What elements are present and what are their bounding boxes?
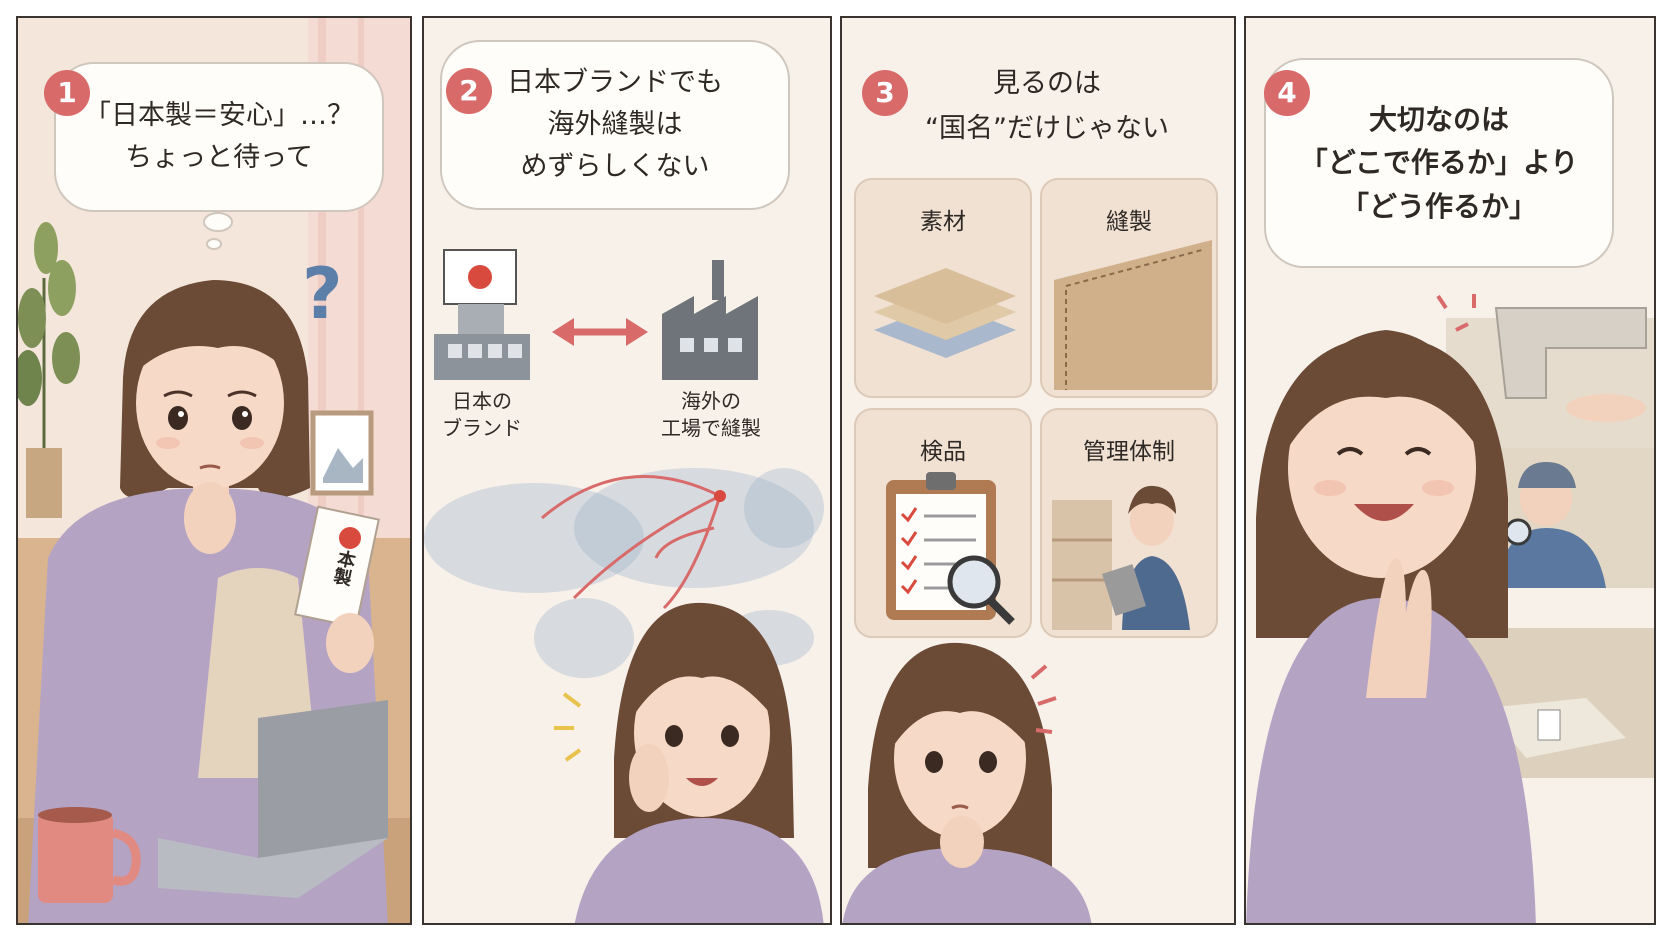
bubble-line: 日本ブランドでも xyxy=(507,67,723,99)
panel-4-scene xyxy=(1246,294,1654,923)
panel-3-woman xyxy=(842,642,1092,923)
japan-brand-building-icon xyxy=(434,249,530,380)
stitching-card: 縫製 xyxy=(1040,178,1218,398)
panel-4: 4 大切なのは 「どこで作るか」より 「どう作るか」 xyxy=(1244,16,1656,925)
question-mark-icon: ? xyxy=(302,253,343,335)
stitching-icon xyxy=(1054,240,1212,390)
fabric-icon xyxy=(874,268,1016,358)
speech-bubble: 大切なのは 「どこで作るか」より 「どう作るか」 xyxy=(1264,58,1614,268)
double-arrow-icon xyxy=(552,318,648,346)
card-label: 縫製 xyxy=(1106,209,1152,235)
plant-icon xyxy=(18,222,80,518)
panel-1: ? xyxy=(16,16,412,925)
card-label: 管理体制 xyxy=(1083,439,1175,465)
japan-brand-caption: 日本の ブランド xyxy=(424,388,540,442)
shipping-arrows xyxy=(541,474,722,610)
world-map-icon xyxy=(424,468,824,678)
clipboard-icon xyxy=(886,472,1015,625)
step-number-badge: 1 xyxy=(44,70,90,116)
heading-text: 見るのは “国名”だけじゃない xyxy=(882,62,1212,151)
inspector-icon xyxy=(1052,485,1190,630)
caption-line: 工場で縫製 xyxy=(661,416,761,440)
panel-2: 2 日本ブランドでも 海外縫製は めずらしくない 日本の ブランド 海外の 工場… xyxy=(422,16,832,925)
bubble-line: めずらしくない xyxy=(520,150,710,182)
management-card: 管理体制 xyxy=(1040,408,1218,638)
caption-line: 日本の xyxy=(452,389,512,413)
heading-line: 見るのは xyxy=(993,68,1101,99)
card-label: 素材 xyxy=(920,209,966,235)
card-label: 検品 xyxy=(920,439,966,465)
factory-icon xyxy=(662,260,758,380)
panel-3: 3 見るのは “国名”だけじゃない 素材 縫製 検品 xyxy=(840,16,1236,925)
step-number-badge: 3 xyxy=(862,70,908,116)
caption-line: 海外の xyxy=(681,389,741,413)
bubble-line: 「日本製＝安心」…？ xyxy=(84,100,354,132)
thought-bubble: 「日本製＝安心」…？ ちょっと待って xyxy=(54,62,384,212)
bubble-line: 「どこで作るか」より xyxy=(1299,146,1579,180)
panel-1-scene: ? xyxy=(18,18,410,923)
bubble-line: 「どう作るか」 xyxy=(1340,189,1537,223)
made-in-japan-tag xyxy=(294,505,380,629)
speech-bubble: 日本ブランドでも 海外縫製は めずらしくない xyxy=(440,40,790,210)
inspection-card: 検品 xyxy=(854,408,1032,638)
step-number-badge: 2 xyxy=(446,68,492,114)
bubble-line: 大切なのは xyxy=(1368,102,1509,136)
step-number-badge: 4 xyxy=(1264,70,1310,116)
panel-2-scene xyxy=(424,249,824,923)
caption-line: ブランド xyxy=(442,416,522,440)
bubble-line: ちょっと待って xyxy=(125,142,313,173)
bubble-line: 海外縫製は xyxy=(547,109,683,141)
heading-line: “国名”だけじゃない xyxy=(925,112,1169,144)
overseas-factory-caption: 海外の 工場で縫製 xyxy=(646,388,776,442)
material-card: 素材 xyxy=(854,178,1032,398)
